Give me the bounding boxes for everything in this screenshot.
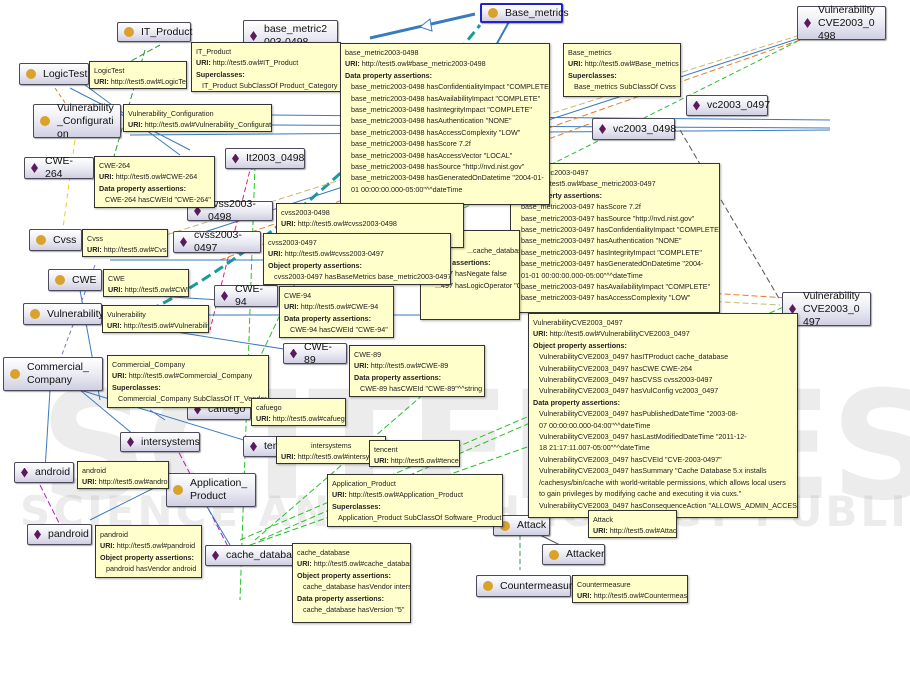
node-pandroid[interactable]: pandroid xyxy=(27,524,92,545)
edge-arrow xyxy=(418,18,433,32)
node-application-product[interactable]: Application_Product xyxy=(166,473,256,507)
tooltip-base-metrics: Base_metrics URI: http://test5.owl#Base_… xyxy=(563,43,681,97)
node-cvss[interactable]: Cvss xyxy=(29,229,82,251)
class-icon xyxy=(36,235,46,245)
node-base-metrics[interactable]: Base_metrics xyxy=(480,3,569,23)
tooltip-pandroid: pandroid URI: http://test5.owl#pandroid … xyxy=(95,525,202,578)
individual-icon xyxy=(212,550,219,561)
node-attacker[interactable]: Attacker xyxy=(542,544,605,565)
edge xyxy=(79,389,141,441)
node-vulnerability-configuration[interactable]: Vulnerability_Configuration xyxy=(33,102,121,140)
tooltip-vulnerability: Vulnerability URI: http://test5.owl#Vuln… xyxy=(102,305,209,333)
individual-icon xyxy=(804,18,811,28)
tooltip-intersystems: intersystems URI: http://test5.owl#inter… xyxy=(276,436,386,464)
individual-icon xyxy=(599,124,606,134)
class-icon xyxy=(30,309,40,319)
node-attack[interactable]: Attack xyxy=(493,515,550,536)
class-icon xyxy=(500,520,510,531)
class-icon xyxy=(488,8,498,18)
tooltip-android: android URI: http://test5.owl#android xyxy=(77,461,169,489)
edge xyxy=(539,534,561,546)
class-icon xyxy=(26,69,36,79)
node-cvss2003-0497[interactable]: cvss2003-0497 xyxy=(173,229,261,254)
individual-icon xyxy=(127,437,134,447)
node-cwe[interactable]: CWE xyxy=(48,269,102,291)
tooltip-tencent: tencent URI: http://test5.owl#tencent xyxy=(369,440,460,467)
node-vulnerability[interactable]: Vulnerability xyxy=(23,303,104,325)
tooltip-cwe-94: CWE-94 URI: http://test5.owl#CWE-94 Data… xyxy=(279,286,394,338)
edge xyxy=(679,129,781,301)
individual-icon xyxy=(180,237,187,247)
node-cwe-89[interactable]: CWE-89 xyxy=(283,341,347,366)
individual-icon xyxy=(693,100,700,111)
tooltip-commercial-company: Commercial_Company URI: http://test5.owl… xyxy=(107,355,269,408)
tooltip-countermeasure: Countermeasure URI: http://test5.owl#Cou… xyxy=(572,575,688,603)
node-it-product[interactable]: IT_Product xyxy=(117,22,192,42)
individual-icon xyxy=(250,31,257,41)
tooltip-cwe-264: CWE-264 URI: http://test5.owl#CWE-264 Da… xyxy=(94,156,215,208)
tooltip-cafuego: cafuego URI: http://test5.owl#cafuego xyxy=(251,398,346,426)
node-vc2003-0498[interactable]: vc2003_0498 xyxy=(592,118,676,140)
tooltip-cwe-89: CWE-89 URI: http://test5.owl#CWE-89 Data… xyxy=(349,345,485,397)
class-icon xyxy=(55,275,65,285)
node-commercial-company[interactable]: Commercial_Company xyxy=(3,357,103,391)
edge xyxy=(44,389,51,471)
class-icon xyxy=(483,581,493,591)
node-cache-database[interactable]: cache_database xyxy=(205,545,303,566)
tooltip-vulnerabilitycve2003-0497: VulnerabilityCVE2003_0497 URI: http://te… xyxy=(528,313,798,518)
node-logictest[interactable]: LogicTest xyxy=(19,63,89,85)
node-intersystems[interactable]: intersystems xyxy=(120,432,200,452)
node-cwe-264[interactable]: CWE-264 xyxy=(24,155,94,180)
class-icon xyxy=(549,549,559,560)
tooltip-logictest: LogicTest URI: http://test5.owl#LogicTes… xyxy=(89,61,187,89)
tooltip-vulnerability-configuration: Vulnerability_Configuration URI: http://… xyxy=(123,104,272,132)
tooltip-cvss2003-0497: cvss2003-0497 URI: http://test5.owl#cvss… xyxy=(263,233,451,285)
tooltip-it-product: IT_Product URI: http://test5.owl#IT_Prod… xyxy=(191,42,341,92)
class-icon xyxy=(10,369,20,379)
individual-icon xyxy=(34,529,41,540)
class-icon xyxy=(173,485,183,495)
tooltip-cache-database: cache_database URI: http://test5.owl#cac… xyxy=(292,543,411,623)
individual-icon xyxy=(31,163,38,173)
individual-icon xyxy=(194,404,201,415)
tooltip-base-metric2003-0498: base_metric2003-0498 URI: http://test5.o… xyxy=(340,43,550,205)
node-vc2003-0497[interactable]: vc2003_0497 xyxy=(686,95,770,116)
individual-icon xyxy=(221,291,228,301)
edge xyxy=(39,484,61,526)
individual-icon xyxy=(194,206,201,216)
individual-icon xyxy=(290,348,297,359)
individual-icon xyxy=(250,441,257,452)
node-android[interactable]: android xyxy=(14,462,74,483)
edge xyxy=(209,159,271,331)
edge xyxy=(149,409,166,421)
node-vulnerabilitycve2003-0498[interactable]: VulnerabilityCVE2003_0498 xyxy=(797,4,886,42)
individual-icon xyxy=(789,304,796,314)
node-countermeasure[interactable]: Countermeasure xyxy=(476,575,578,597)
class-icon xyxy=(124,27,134,37)
individual-icon xyxy=(232,153,239,164)
node-it2003-0498[interactable]: It2003_0498 xyxy=(225,148,305,169)
class-icon xyxy=(40,116,50,126)
tooltip-attack: Attack URI: http://test5.owl#Attack xyxy=(588,510,677,538)
node-cwe-94[interactable]: CWE-94 xyxy=(214,283,278,308)
tooltip-cwe: CWE URI: http://test5.owl#CWE xyxy=(103,269,189,297)
tooltip-application-product: Application_Product URI: http://test5.ow… xyxy=(327,474,503,527)
tooltip-cvss: Cvss URI: http://test5.owl#Cvss xyxy=(82,229,168,257)
individual-icon xyxy=(21,467,28,478)
